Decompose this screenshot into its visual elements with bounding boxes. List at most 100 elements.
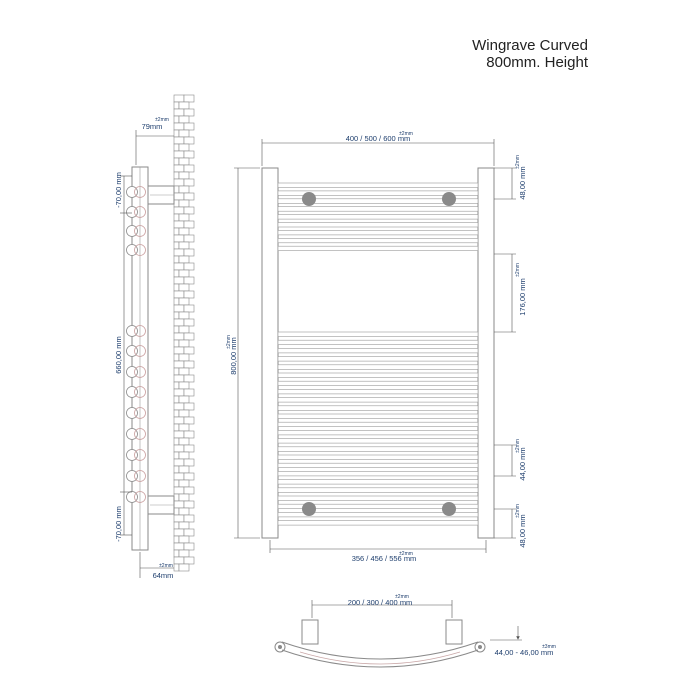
brick xyxy=(173,234,185,243)
towel-bar xyxy=(277,471,479,477)
brick xyxy=(173,318,185,327)
brick xyxy=(183,388,195,397)
brick xyxy=(173,178,185,187)
brick xyxy=(178,563,190,572)
brick xyxy=(173,157,180,166)
brick xyxy=(173,416,185,425)
brick xyxy=(183,206,195,215)
brick xyxy=(183,318,195,327)
bar-profiles xyxy=(126,186,146,503)
towel-bar xyxy=(277,503,479,510)
brick xyxy=(173,220,185,229)
brick xyxy=(173,500,185,509)
bar-profile-inner xyxy=(134,366,146,378)
towel-bar xyxy=(277,372,479,378)
brick xyxy=(173,402,185,411)
brick xyxy=(178,325,190,334)
brick xyxy=(173,388,185,397)
brick xyxy=(173,556,185,565)
brick xyxy=(183,192,195,201)
brick xyxy=(183,514,195,523)
brick xyxy=(173,472,185,481)
bottom-gap-tolerance: ±2mm xyxy=(515,504,521,518)
bottom-offset-label: 64mm xyxy=(153,571,174,580)
brick xyxy=(173,346,185,355)
bottom-gap-label: 48,00 mm xyxy=(518,514,527,547)
towel-bar xyxy=(277,348,479,354)
brick xyxy=(178,535,190,544)
mid-gap-tolerance: ±2mm xyxy=(515,263,521,277)
top-view: ±2mm 200 / 300 / 400 mm ±3mm 44,00 - 46,… xyxy=(274,594,556,668)
brick xyxy=(173,164,185,173)
brick xyxy=(173,311,180,320)
brick xyxy=(183,220,195,229)
top-width-tolerance: ±2mm xyxy=(395,594,409,600)
lower-gap-tolerance: ±2mm xyxy=(515,439,521,453)
brick xyxy=(173,437,180,446)
mid-gap-label: 176,00 mm xyxy=(518,278,527,316)
brick xyxy=(173,563,180,572)
towel-bar xyxy=(277,405,479,411)
towel-bar xyxy=(277,512,479,518)
brick xyxy=(173,367,180,376)
brick xyxy=(178,129,190,138)
brick xyxy=(173,255,180,264)
towel-bar xyxy=(277,413,479,419)
towel-bar xyxy=(277,462,479,469)
brick xyxy=(183,444,195,453)
brick xyxy=(173,458,185,467)
brick xyxy=(173,332,185,341)
towel-bar xyxy=(277,397,479,403)
top-offset-label: 79mm xyxy=(142,122,163,131)
brick xyxy=(178,283,190,292)
brick xyxy=(173,430,185,439)
bar-profile-inner xyxy=(134,491,146,503)
depth-tolerance: ±3mm xyxy=(542,644,556,650)
towel-bar xyxy=(277,364,479,370)
bar-profile-inner xyxy=(134,244,146,256)
bar-profile xyxy=(126,470,138,482)
brick xyxy=(173,94,185,103)
towel-bar xyxy=(277,206,479,212)
brick xyxy=(178,199,190,208)
towel-bar xyxy=(277,198,479,204)
towel-bar xyxy=(277,487,479,493)
brick xyxy=(183,346,195,355)
brick xyxy=(178,339,190,348)
height-label: 800,00 mm xyxy=(229,337,238,375)
brick xyxy=(173,297,180,306)
towel-bar xyxy=(277,356,479,362)
brick xyxy=(173,150,185,159)
bar-profile xyxy=(126,491,138,503)
brick xyxy=(173,276,185,285)
height-tolerance: ±2mm xyxy=(226,335,232,349)
brick xyxy=(173,542,185,551)
brick xyxy=(183,374,195,383)
brick xyxy=(178,409,190,418)
lower-gap-label: 44,00 mm xyxy=(518,447,527,480)
bar-profile-inner xyxy=(134,386,146,398)
brick xyxy=(178,269,190,278)
brick xyxy=(183,164,195,173)
towel-bar xyxy=(277,454,479,460)
brick xyxy=(178,311,190,320)
brick xyxy=(178,171,190,180)
bar-profile-inner xyxy=(134,449,146,461)
brick xyxy=(178,507,190,516)
brick xyxy=(178,451,190,460)
bar-profile xyxy=(126,449,138,461)
brick xyxy=(173,171,180,180)
brick xyxy=(173,339,180,348)
brick xyxy=(173,451,180,460)
towel-bar xyxy=(277,214,479,220)
product-height: 800mm. Height xyxy=(486,54,589,71)
top-gap-tolerance: ±2mm xyxy=(515,155,521,169)
brick xyxy=(173,290,185,299)
brick xyxy=(183,150,195,159)
bottom-pipe-label: -70,00 mm xyxy=(114,506,123,542)
brick xyxy=(173,507,180,516)
brick xyxy=(173,493,180,502)
brick xyxy=(183,486,195,495)
bar-profile-inner xyxy=(134,225,146,237)
brick xyxy=(173,444,185,453)
